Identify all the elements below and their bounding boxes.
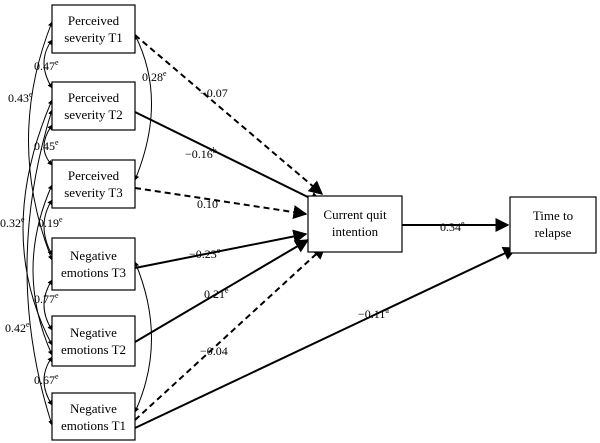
- node-label-line2: intention: [332, 224, 379, 239]
- corr-label-ps2-ps3: 0.45e: [34, 138, 59, 153]
- node-label-line2: emotions T1: [61, 418, 126, 433]
- corr-label-ps3-ne3: 0.19e: [38, 215, 63, 230]
- node-negative-emotions-t2: Negative emotions T2: [51, 315, 136, 367]
- path-ne1-ttr: [134, 247, 518, 429]
- path-ps1-cqi: [134, 34, 324, 195]
- corr-label-ne3-ne2: 0.77e: [34, 291, 59, 306]
- path-ps2-cqi: [134, 111, 324, 205]
- node-perceived-severity-t3: Perceived severity T3: [51, 159, 136, 209]
- node-time-to-relapse: Time to relapse: [509, 196, 597, 254]
- node-label-line1: Perceived: [68, 168, 120, 183]
- node-label-line1: Negative: [70, 248, 117, 263]
- node-label-line1: Negative: [70, 401, 117, 416]
- corr-label-ne2-ne1: 0.67e: [34, 372, 59, 387]
- node-label-line1: Current quit: [323, 207, 387, 222]
- coef-ps3-cqi: 0.10: [197, 197, 218, 211]
- node-negative-emotions-t3: Negative emotions T3: [51, 237, 136, 291]
- node-label-line1: Negative: [70, 325, 117, 340]
- corr-ps1-ps3-curve: [134, 34, 152, 181]
- path-ne1-cqi: [134, 245, 327, 421]
- node-negative-emotions-t1: Negative emotions T1: [51, 392, 136, 441]
- corr-label-ps1-outer: 0.43e: [8, 90, 33, 105]
- corr-label-ps1-ps2: 0.47e: [34, 58, 59, 73]
- corr-ps3-ne2-outer-curve: [32, 184, 53, 356]
- node-label-line1: Perceived: [68, 13, 120, 28]
- node-perceived-severity-t1: Perceived severity T1: [51, 4, 136, 54]
- coef-ps2-cqi: −0.16b: [185, 146, 217, 161]
- node-label-line2: severity T2: [64, 107, 123, 122]
- coef-ne1-ttr: −0.11a: [358, 306, 389, 321]
- corr-ps2-ne1-outer-curve: [26, 109, 54, 426]
- corr-label-ne3-ne1-outer: 0.42e: [5, 320, 30, 335]
- path-ps3-cqi: [134, 187, 308, 220]
- node-label-line2: severity T3: [64, 185, 123, 200]
- node-label-line2: emotions T3: [61, 265, 126, 280]
- path-ne3-cqi: [134, 229, 308, 269]
- node-label-line2: emotions T2: [61, 342, 126, 357]
- node-label-line2: relapse: [535, 225, 572, 240]
- corr-label-ps-ne-outer: 0.32e: [0, 215, 25, 230]
- corr-label-ps1-ps3: 0.28e: [142, 69, 167, 84]
- coef-cqi-ttr: 0.34e: [440, 219, 465, 234]
- coef-ps1-cqi: −0.07: [200, 86, 228, 100]
- coef-ne2-cqi: 0.21e: [204, 286, 229, 301]
- corr-ne3-ne1-right-curve: [134, 261, 152, 413]
- path-ne2-cqi: [134, 239, 310, 343]
- node-perceived-severity-t2: Perceived severity T2: [51, 81, 136, 131]
- node-label-line2: severity T1: [64, 30, 123, 45]
- coef-ne3-cqi: −0.23e: [189, 246, 221, 261]
- node-current-quit-intention: Current quit intention: [307, 195, 403, 253]
- node-label-line1: Perceived: [68, 90, 120, 105]
- coef-ne1-cqi: −0.04: [200, 344, 228, 358]
- corr-ps1-outer-curve: [28, 21, 53, 261]
- node-label-line1: Time to: [533, 208, 573, 223]
